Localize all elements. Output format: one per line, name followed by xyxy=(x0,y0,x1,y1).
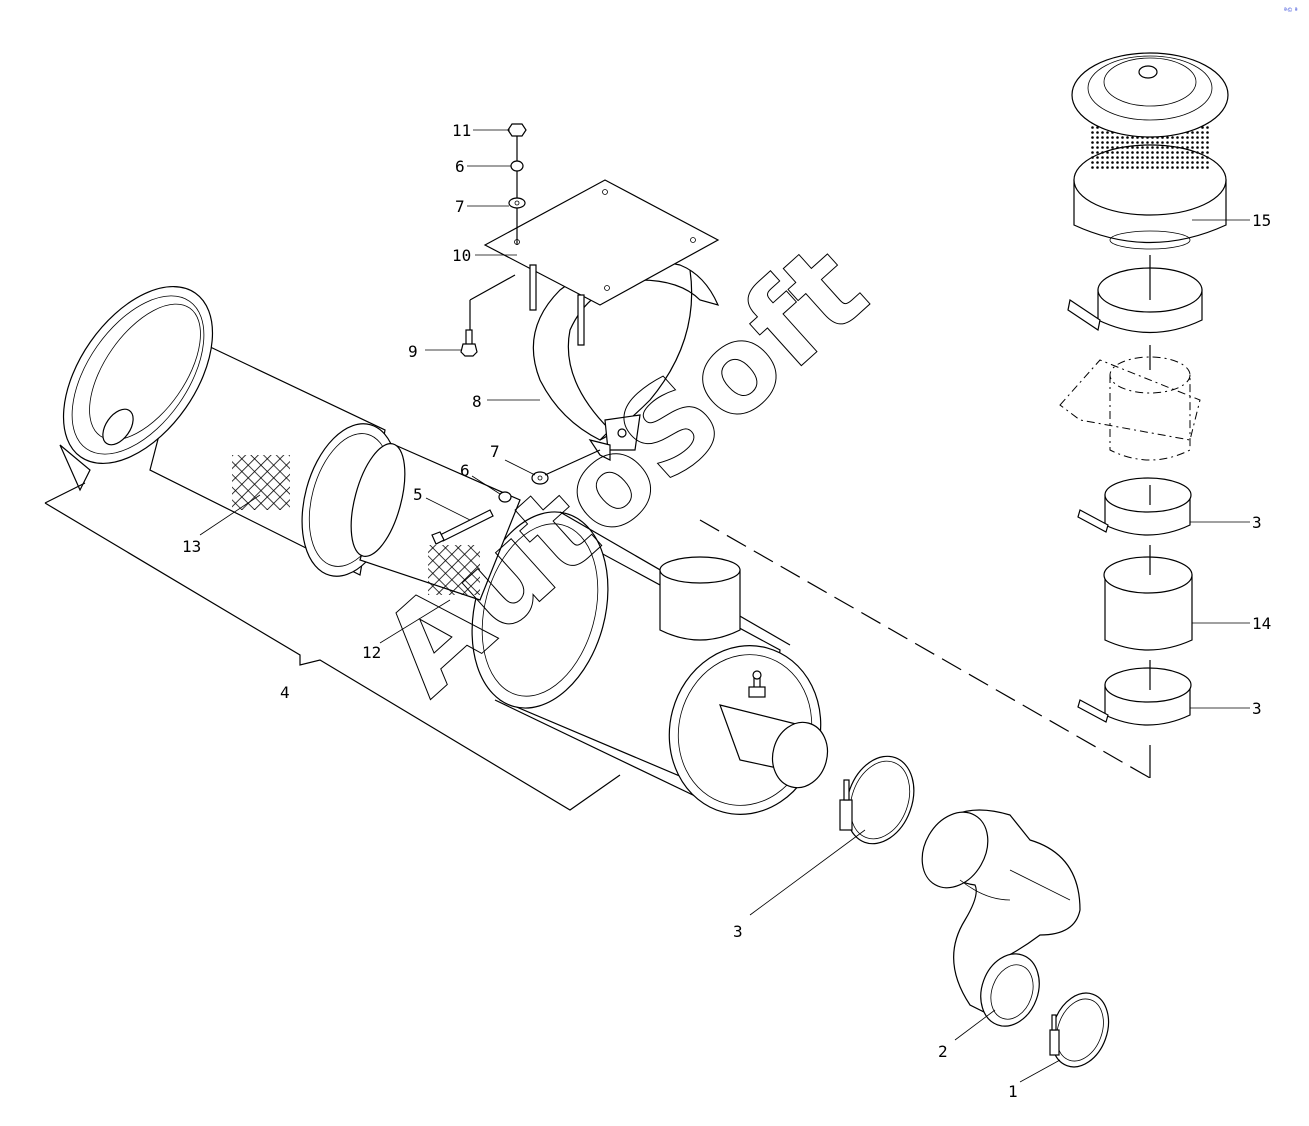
callout-9: 9 xyxy=(408,342,418,361)
elbow-hose xyxy=(921,809,1081,1027)
precleaner-clamp-top xyxy=(1067,267,1203,333)
mesh-pattern-12 xyxy=(428,545,480,595)
callout-5: 5 xyxy=(413,485,423,504)
callout-6-top: 6 xyxy=(455,157,465,176)
callout-7-top: 7 xyxy=(455,197,465,216)
rubber-sleeve-14 xyxy=(1103,556,1193,651)
callout-10: 10 xyxy=(452,246,471,265)
ghost-adapter xyxy=(1059,356,1201,461)
precleaner-clamp-mid xyxy=(1077,477,1192,536)
callout-6-low: 6 xyxy=(460,461,470,480)
hardware-stack-top xyxy=(507,123,527,245)
precleaner-15 xyxy=(1071,52,1229,250)
callout-15: 15 xyxy=(1252,211,1271,230)
assembly-path xyxy=(699,519,1151,779)
callout-8: 8 xyxy=(472,392,482,411)
callout-3-outlet: 3 xyxy=(733,922,743,941)
callout-7-low: 7 xyxy=(490,442,500,461)
outlet-clamp-3 xyxy=(839,755,915,845)
safety-filter-element xyxy=(350,443,521,601)
callout-2: 2 xyxy=(938,1042,948,1061)
callout-1: 1 xyxy=(1008,1082,1018,1101)
callout-13: 13 xyxy=(182,537,201,556)
bolt-5-assembly xyxy=(431,449,601,545)
mesh-pattern-13 xyxy=(232,455,290,510)
callout-12: 12 xyxy=(362,643,381,662)
callout-labels: 1 2 3 3 3 4 5 6 6 7 7 8 9 10 11 12 13 14… xyxy=(182,121,1271,1101)
callout-14: 14 xyxy=(1252,614,1271,633)
corner-mark: ª© ª xyxy=(1284,7,1298,14)
elbow-clamp-1 xyxy=(1049,992,1110,1068)
callout-4: 4 xyxy=(280,683,290,702)
air-cleaner-housing xyxy=(471,511,829,815)
callout-3-mid: 3 xyxy=(1252,513,1262,532)
leader-lines xyxy=(199,129,1250,1083)
group-bracket-4 xyxy=(44,482,621,811)
callout-3-low: 3 xyxy=(1252,699,1262,718)
callout-11: 11 xyxy=(452,121,471,140)
precleaner-clamp-low xyxy=(1077,667,1192,726)
bolt-9 xyxy=(460,329,478,357)
dust-cup-cover xyxy=(59,285,214,492)
mounting-plate xyxy=(469,179,720,346)
